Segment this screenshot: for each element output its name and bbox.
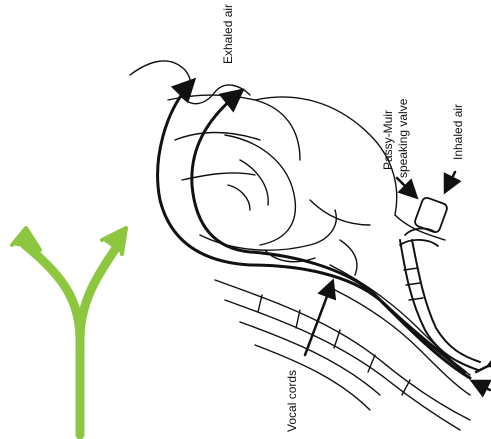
split-arrow-icon bbox=[12, 228, 126, 435]
label-arrows bbox=[305, 172, 490, 390]
label-inhaled-air: Inhaled air bbox=[451, 104, 465, 160]
label-speaking-valve: speaking valve bbox=[396, 98, 410, 178]
label-exhaled-air: Exhaled air bbox=[221, 4, 235, 64]
label-passy-muir: Passy-Muir bbox=[381, 110, 395, 170]
head-outline bbox=[130, 61, 480, 430]
label-vocal-cords: Vocal cords bbox=[285, 370, 299, 432]
